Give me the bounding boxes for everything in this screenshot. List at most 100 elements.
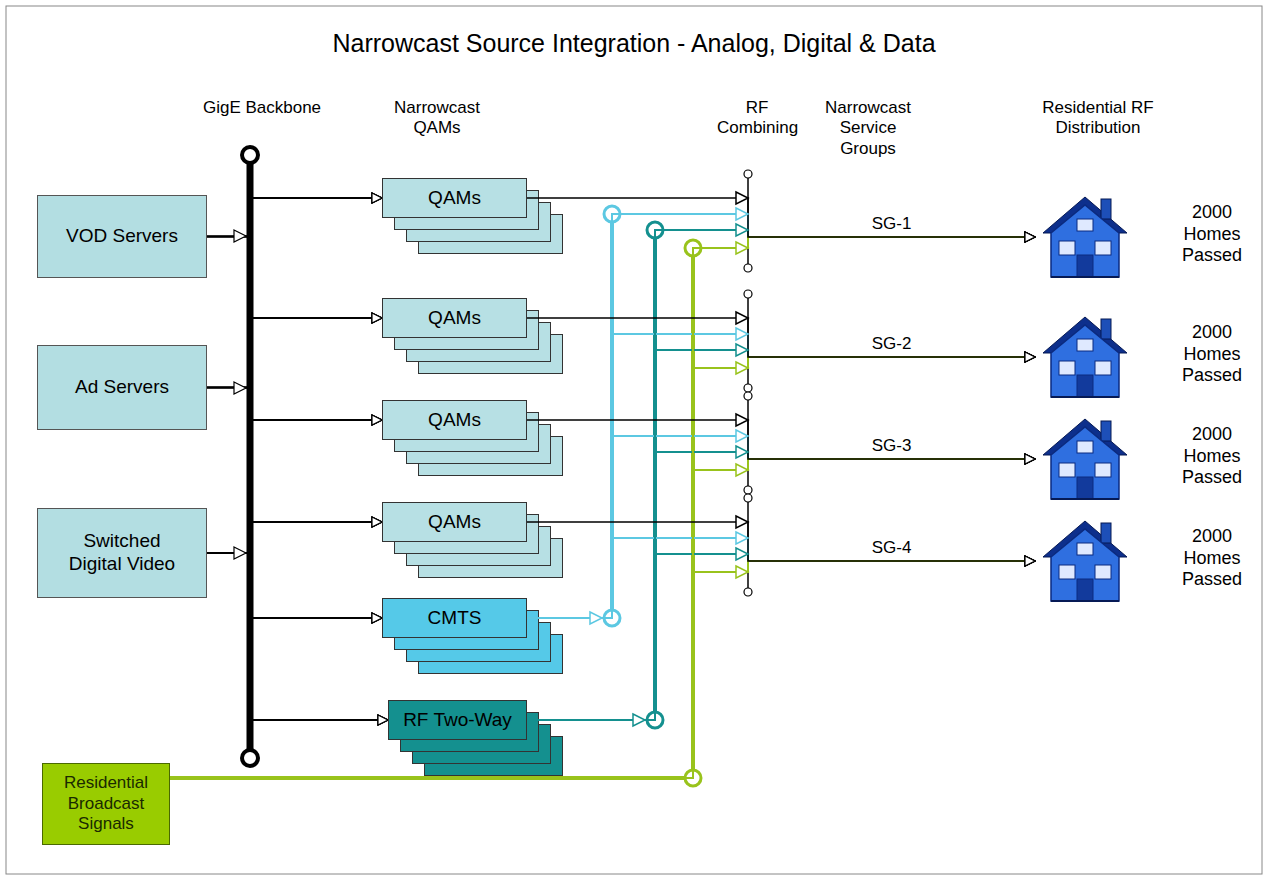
homes-node: 2000 Homes Passed [1035,307,1260,402]
connector [207,237,388,721]
combiner-head [736,414,748,426]
qam-box: QAMs [382,502,527,542]
connector [207,522,382,553]
connector [207,553,388,720]
connector [170,459,1035,778]
box-label: QAMs [428,307,481,330]
combiner-head [736,516,748,528]
bus-end [242,750,258,766]
homes-node: 2000 Homes Passed [1035,409,1260,504]
service-group-label: SG-2 [869,334,915,354]
box-label: VOD Servers [66,225,178,248]
cmts-box: CMTS [382,598,527,638]
homes-node: 2000 Homes Passed [1035,187,1260,282]
connector [207,388,382,523]
combiner-head [736,208,748,220]
connector [527,318,1035,357]
homes-label: 2000 Homes Passed [1167,424,1257,489]
connector [527,334,1035,618]
combiner-head [736,446,748,458]
connector [207,388,382,619]
connector [207,198,382,388]
service-group-label: SG-3 [869,436,915,456]
connector [170,561,1035,778]
connector [527,350,1035,720]
box-label: QAMs [428,511,481,534]
connector [207,237,382,523]
house-icon [1035,513,1135,605]
combiner-head [736,328,748,340]
homes-label: 2000 Homes Passed [1167,202,1257,267]
combiner-head [736,464,748,476]
connector [207,318,382,388]
server-box: Ad Servers [37,345,207,430]
bus-head [590,612,602,624]
connector [527,522,1035,561]
backbone-heads [234,230,246,559]
combiner-head [736,312,748,324]
house-icon [1035,189,1135,281]
box-label: QAMs [428,409,481,432]
service-group-label: SG-1 [869,214,915,234]
connector [527,230,1035,720]
connector [170,357,1035,778]
homes-label: 2000 Homes Passed [1167,526,1257,591]
combiner-head [736,344,748,356]
column-header: Narrowcast Service Groups [823,98,913,159]
rf-two-way-box: RF Two-Way [388,700,527,740]
service-group-label: SG-4 [869,538,915,558]
qam-box: QAMs [382,178,527,218]
connector [207,198,382,553]
connector [207,198,382,237]
frame [6,6,1262,874]
box-label: QAMs [428,187,481,210]
column-header: RF Combining [717,98,797,139]
homes-node: 2000 Homes Passed [1035,511,1260,606]
qam-box: QAMs [382,400,527,440]
bus-head [633,714,645,726]
connector [207,420,382,553]
combiner-heads [736,192,748,578]
connector [527,420,1035,459]
house-icon [1035,309,1135,401]
connector [527,554,1035,720]
column-header: GigE Backbone [172,98,352,118]
combiner-head [736,566,748,578]
connector [527,198,1035,237]
connector [207,318,382,553]
qam-box: QAMs [382,298,527,338]
connector [527,214,1035,618]
connector [207,388,388,721]
connector [207,237,382,421]
connector [527,538,1035,618]
connector [207,553,382,618]
combiner-head [736,532,748,544]
broadcast-box: Residential Broadcast Signals [42,763,170,845]
connector [207,237,382,619]
combiner-head [736,430,748,442]
combiner-head [736,242,748,254]
connector [207,237,382,319]
bus-end [242,147,258,163]
connector [527,452,1035,720]
combiner-head [736,224,748,236]
box-label: Switched Digital Video [57,530,187,576]
connector [207,388,382,421]
diagram-title: Narrowcast Source Integration - Analog, … [0,28,1268,58]
combiner-head [736,362,748,374]
column-header: Residential RF Distribution [1033,98,1163,139]
connector [527,436,1035,618]
box-label: RF Two-Way [403,709,512,732]
box-label: Residential Broadcast Signals [50,773,162,834]
box-label: Ad Servers [75,376,169,399]
box-label: CMTS [428,607,482,630]
server-box: VOD Servers [37,195,207,278]
server-box: Switched Digital Video [37,508,207,598]
combiner-head [736,192,748,204]
column-header: Narrowcast QAMs [382,98,492,139]
house-icon [1035,411,1135,503]
connector [170,237,1035,778]
combiner-head [736,548,748,560]
homes-label: 2000 Homes Passed [1167,322,1257,387]
